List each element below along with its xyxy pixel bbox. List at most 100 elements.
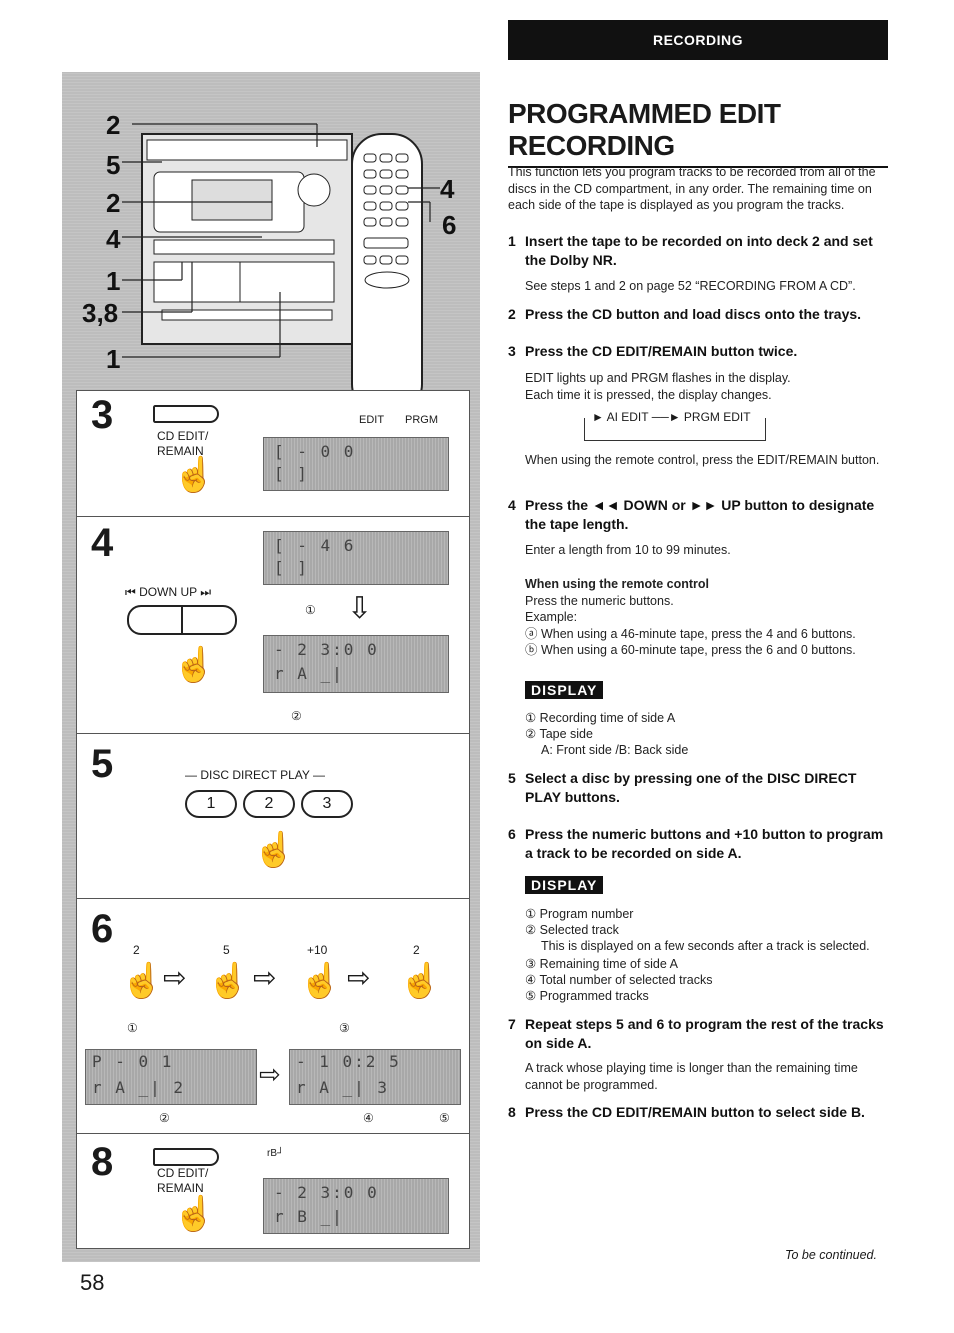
down-up-buttons [127, 605, 237, 635]
lcd-display-side-b: - 2 3:0 0 r B _| [263, 1178, 449, 1234]
marker-2: ② [159, 1111, 170, 1125]
cycle-ai-edit-text: AI EDIT [606, 410, 649, 424]
step-number: 4 [508, 497, 516, 513]
display-1-item-2: ② Tape side [525, 727, 593, 741]
lcd-bottom-readout: [ ] [274, 558, 309, 577]
pointing-hand-icon: ☝ [173, 456, 216, 494]
lcd-bottom-readout: r A _| 2 [92, 1078, 186, 1097]
display-2-item-1: ① Program number [525, 907, 634, 921]
disc-direct-play-caption: — DISC DIRECT PLAY — [185, 768, 326, 782]
step-3-remote-note: When using the remote control, press the… [525, 453, 880, 467]
stereo-unit-illustration: 2 5 2 4 1 3,8 1 4 6 [62, 72, 480, 415]
right-arrow-icon: ⇨ [259, 1059, 281, 1089]
display-2-item-5: ⑤ Programmed tracks [525, 989, 649, 1003]
step-number: 8 [508, 1104, 516, 1120]
page-number: 58 [80, 1270, 105, 1295]
step-heading-text: Press the numeric buttons and +10 button… [525, 826, 884, 861]
disc-1-button: 1 [185, 790, 237, 818]
right-arrow-icon: ⇨ [163, 962, 187, 993]
figure-step-4: 4 ⏮ DOWN UP ⏭ ☝ [ - 4 6 [ ] ① ⇩ - 2 3:0 … [76, 516, 470, 734]
figure-step-3: 3 CD EDIT/ REMAIN ☝ EDIT PRGM [ - 0 0 [ … [76, 390, 470, 517]
display-2-item-2: ② Selected track [525, 923, 619, 937]
step-7-heading: 7 Repeat steps 5 and 6 to program the re… [508, 1015, 887, 1053]
step-heading-text: Insert the tape to be recorded on into d… [525, 233, 873, 268]
figure-step-8: 8 CD EDIT/ REMAIN ☝ rB┘ - 2 3:0 0 r B _| [76, 1133, 470, 1249]
step-1-body: See steps 1 and 2 on page 52 “RECORDING … [525, 279, 856, 293]
right-arrow-icon: ⇨ [347, 962, 371, 993]
step-heading-text: Repeat steps 5 and 6 to program the rest… [525, 1016, 884, 1051]
figure-step-number: 5 [91, 742, 114, 786]
down-up-caption: ⏮ DOWN UP ⏭ [125, 585, 212, 599]
pointing-hand-icon: ☝ [173, 1195, 216, 1233]
callout-2b: 2 [106, 188, 121, 218]
step-number: 7 [508, 1016, 516, 1032]
right-arrow-icon: ⇨ [253, 962, 277, 993]
cd-edit-remain-button [153, 405, 219, 423]
callout-2a: 2 [106, 110, 121, 140]
remote-control-body: Press the numeric buttons. [525, 594, 674, 608]
key-label-5: 5 [223, 943, 230, 957]
lcd-display-length: [ - 4 6 [ ] [263, 531, 449, 585]
step-heading-text: Press the CD button and load discs onto … [525, 306, 862, 322]
callout-remote-4: 4 [440, 174, 455, 204]
step-8-heading: 8 Press the CD EDIT/REMAIN button to sel… [508, 1103, 887, 1122]
callout-1a: 1 [106, 266, 121, 296]
callout-3-8: 3,8 [82, 298, 119, 328]
cycle-prgm-edit-text: PRGM EDIT [683, 410, 751, 424]
lcd-bottom-readout: r A _| 3 [296, 1078, 390, 1097]
stereo-unit-drawing [122, 123, 440, 415]
lcd-display-program: P - 0 1 r A _| 2 [85, 1049, 257, 1105]
pointing-hand-icon: ☝ [121, 962, 164, 1000]
key-label-2b: 2 [413, 943, 420, 957]
figure-step-number: 6 [91, 907, 114, 951]
side-b-marker: rB┘ [267, 1148, 285, 1159]
marker-4: ④ [363, 1111, 374, 1125]
pointing-hand-icon: ☝ [399, 962, 442, 1000]
step-1-heading: 1 Insert the tape to be recorded on into… [508, 232, 887, 270]
lcd-top-readout: [ - 0 0 [274, 442, 356, 461]
display-1-item-3: A: Front side /B: Back side [541, 743, 689, 757]
figure-step-number: 8 [91, 1140, 114, 1184]
callout-4: 4 [106, 224, 121, 254]
lcd-display-remaining: - 1 0:2 5 r A _| 3 [289, 1049, 461, 1105]
step-4-body: Enter a length from 10 to 99 minutes. [525, 543, 731, 557]
pointing-hand-icon: ☝ [207, 962, 250, 1000]
step-heading-text: Press the ◄◄ DOWN or ►► UP button to des… [525, 497, 875, 532]
step-3-heading: 3 Press the CD EDIT/REMAIN button twice. [508, 342, 887, 361]
figure-step-5: 5 — DISC DIRECT PLAY — 1 2 3 ☝ [76, 733, 470, 899]
lcd-display-time: - 2 3:0 0 r A _| [263, 635, 449, 693]
remote-control-heading: When using the remote control [525, 577, 710, 591]
callout-5: 5 [106, 150, 121, 180]
lcd-bottom-readout: [ ] [274, 464, 309, 483]
lcd-bottom-readout: r A _| [274, 664, 344, 683]
marker-3: ③ [339, 1021, 350, 1035]
step-5-heading: 5 Select a disc by pressing one of the D… [508, 769, 887, 807]
cycle-ai-edit: ► AI EDIT ──► PRGM EDIT [590, 410, 753, 425]
step-heading-text: Press the CD EDIT/REMAIN button twice. [525, 343, 798, 359]
display-1-item-1: ① Recording time of side A [525, 711, 676, 725]
marker-1: ① [305, 603, 316, 617]
pointing-hand-icon: ☝ [173, 646, 216, 684]
intro-text: This function lets you program tracks to… [508, 165, 876, 212]
cd-edit-remain-button [153, 1148, 219, 1166]
example-b: ⓑ When using a 60-minute tape, press the… [525, 643, 856, 657]
down-arrow-icon: ⇩ [347, 592, 373, 625]
lcd-bottom-readout: r B _| [274, 1207, 344, 1226]
step-number: 1 [508, 233, 516, 249]
figure-step-number: 4 [91, 521, 114, 565]
mode-cycle-diagram: ► AI EDIT ──► PRGM EDIT [584, 410, 766, 442]
to-be-continued: To be continued. [785, 1248, 877, 1262]
step-number: 2 [508, 306, 516, 322]
pointing-hand-icon: ☝ [253, 831, 296, 869]
disc-3-button: 3 [301, 790, 353, 818]
step-6-heading: 6 Press the numeric buttons and +10 butt… [508, 825, 887, 863]
display-badge: DISPLAY [525, 876, 604, 894]
example-a: ⓐ When using a 46-minute tape, press the… [525, 627, 856, 641]
example-label: Example: [525, 610, 578, 624]
step-heading-text: Select a disc by pressing one of the DIS… [525, 770, 857, 805]
step-heading-text: Press the CD EDIT/REMAIN button to selec… [525, 1104, 865, 1120]
callout-1b: 1 [106, 344, 121, 374]
cycle-bracket [584, 418, 766, 441]
step-7-body: A track whose playing time is longer tha… [525, 1061, 858, 1092]
page-title: PROGRAMMED EDIT RECORDING [508, 98, 888, 168]
